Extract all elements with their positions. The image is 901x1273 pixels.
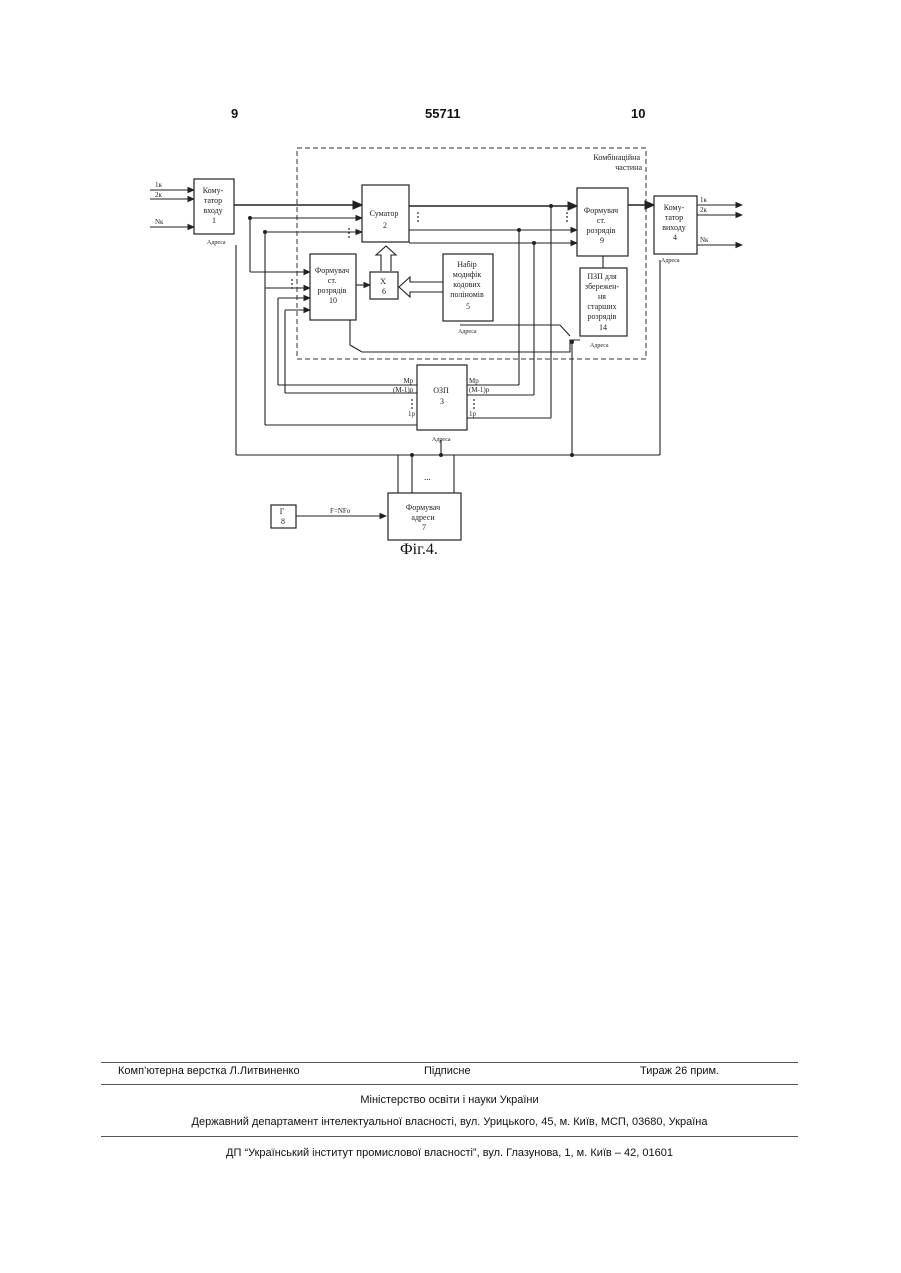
freq-label: F=NFo (330, 507, 351, 515)
address-label-4: Адреса (661, 258, 680, 264)
footer-rule-bottom (101, 1136, 798, 1137)
address-label-1: Адреса (207, 240, 226, 246)
footer-circulation: Тираж 26 прим. (640, 1065, 719, 1077)
footer-rule-mid (101, 1084, 798, 1085)
footer-signed: Підписне (424, 1065, 471, 1077)
block-diagram: Комбінаційна частина (0, 0, 901, 600)
footer-ministry: Міністерство освіти і науки України (101, 1094, 798, 1106)
footer-rule-top (101, 1062, 798, 1063)
footer-institute: ДП “Український інститут промислової вла… (101, 1147, 798, 1159)
address-label-5: Адреса (458, 329, 477, 335)
address-label-3: Адреса (432, 437, 451, 443)
figure-caption: Фіг.4. (400, 541, 438, 559)
address-label-14: Адреса (590, 343, 609, 349)
ram-left-ports: Мр (М-1)р 1р (393, 377, 415, 418)
bus-dots: ... (424, 472, 431, 482)
output-labels: 1к 2к Nк (700, 196, 709, 244)
ram-right-ports: Мр (М-1)р 1р (469, 377, 491, 418)
wires (150, 190, 742, 516)
combinational-label: Комбінаційна частина (593, 153, 642, 172)
footer-layout: Комп’ютерна верстка Л.Литвиненко (118, 1065, 300, 1077)
footer-department: Державний департамент інтелектуальної вл… (101, 1116, 798, 1128)
input-labels: 1к 2к Nк (155, 181, 164, 226)
